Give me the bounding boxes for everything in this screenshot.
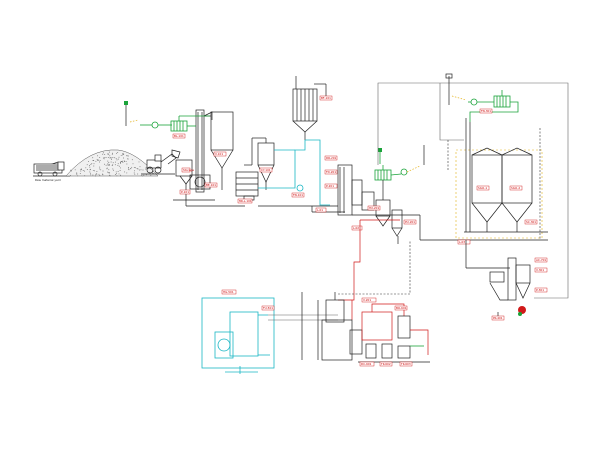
blower-main-tag: BL-101 xyxy=(174,134,184,138)
fan-tag: FN-101 xyxy=(293,193,303,197)
cyclone: CY-101 xyxy=(244,137,275,190)
bucket-elevator: BE-101 xyxy=(189,109,218,193)
dust-collector-tag: DC-601 xyxy=(361,362,372,366)
dump-truck-icon xyxy=(33,161,70,177)
burner-tag: HG-501 xyxy=(223,290,234,294)
center-cluster: DR-201 FD-201 P-201 L-02 HX-201 PU-201 xyxy=(324,155,420,244)
raw-material-yard: Raw material yard xyxy=(33,149,181,182)
silo-fan-tag: FN-301 xyxy=(481,109,491,113)
line-2-tag: L-02 xyxy=(353,226,359,230)
raw-material-yard-label: Raw material yard xyxy=(35,178,61,182)
valve-c-tag: V-301 xyxy=(536,268,544,272)
bag-filter: BF-101 xyxy=(292,76,333,140)
tank-b-tag: TK-603 xyxy=(400,362,411,366)
boiler-section: BO-601 DC-601 TK-602 TK-603 xyxy=(321,292,430,367)
wheel-loader-icon xyxy=(141,149,181,175)
storage-label: Storage xyxy=(183,168,194,172)
heat-exchanger-tag: HX-201 xyxy=(369,206,379,210)
compressor-tag: AC-701 xyxy=(536,258,546,262)
tank-a-tag: TK-602 xyxy=(380,362,391,366)
cyclone-tag: CY-101 xyxy=(261,168,271,172)
duct-loop xyxy=(377,82,569,299)
stockpile-icon xyxy=(65,149,159,177)
pipe-a-tag: P-101 xyxy=(181,190,189,194)
furnace-duct xyxy=(268,292,338,360)
hot-gas-generator: HG-501 FU-501 xyxy=(201,289,275,374)
pipe-c-tag: P-301 xyxy=(536,288,544,292)
grinding-mill: MILL-101 xyxy=(235,171,259,204)
screw-conveyor-tag: SC-301 xyxy=(526,220,536,224)
line-3-tag: L-03 xyxy=(459,240,465,244)
storage-bin: V-101 xyxy=(204,111,234,190)
bag-filter-tag: BF-101 xyxy=(321,96,331,100)
hot-air-line: V-201 xyxy=(338,220,411,320)
silo-1-tag: SILO-1 xyxy=(478,186,487,190)
valve-b-tag: V-201 xyxy=(363,298,371,302)
line-1-tag: L-01 xyxy=(317,208,323,212)
feeder-tag: FD-201 xyxy=(326,170,336,174)
valve-a-tag: V-101 xyxy=(215,152,223,156)
silo-2-tag: SILO-2 xyxy=(511,186,520,190)
air-ducts: FN-101 xyxy=(258,139,330,206)
packing-tag: PK-401 xyxy=(493,316,503,320)
blower-unit-right: FN-301 xyxy=(445,73,519,122)
pump-tag: PU-201 xyxy=(405,220,415,224)
dryer-tag: DR-201 xyxy=(326,156,337,160)
packing-unit: PK-401 AC-701 V-301 P-301 xyxy=(465,240,548,321)
boiler-tag: BO-601 xyxy=(396,306,407,310)
main-conveyor: L-01 xyxy=(258,205,345,213)
pipe-b-tag: P-201 xyxy=(326,184,334,188)
bucket-elevator-tag: BE-101 xyxy=(206,183,216,187)
silo-group: SILO-1 SILO-2 SC-301 L-03 xyxy=(419,118,548,245)
blower-unit-left: BL-101 xyxy=(124,101,210,139)
furnace-tag: FU-501 xyxy=(263,306,273,310)
mill-tag: MILL-101 xyxy=(239,199,252,203)
blower-unit-center xyxy=(374,145,425,200)
